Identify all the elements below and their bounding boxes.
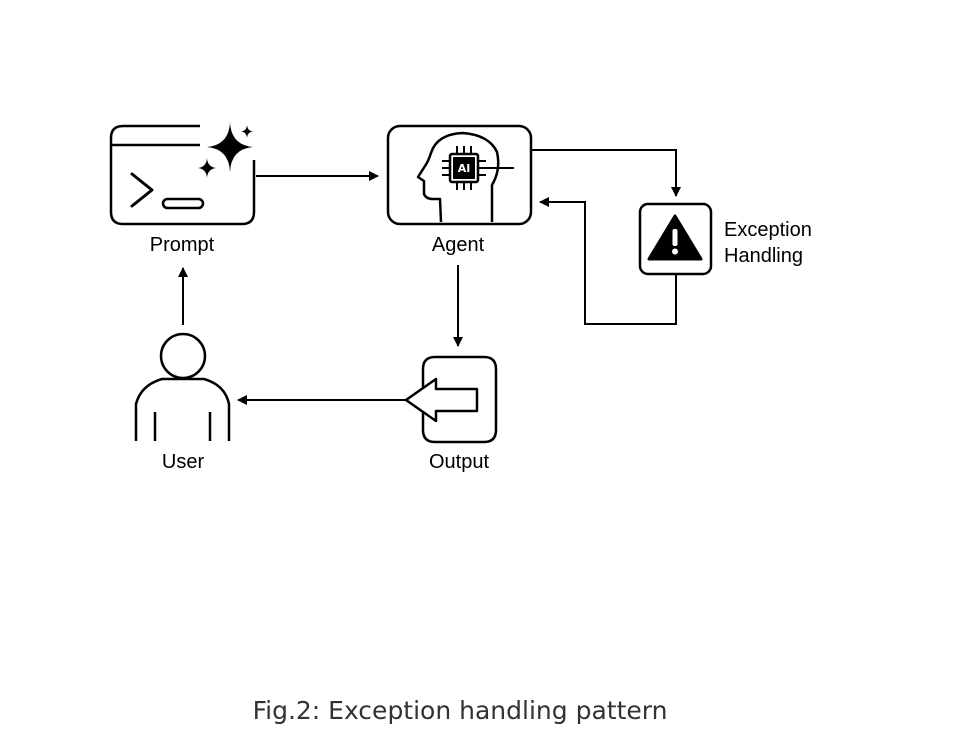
agent-box <box>386 124 533 226</box>
exception-handling-diagram: Prompt AI Agent Exception <box>109 122 817 473</box>
agent-label: Agent <box>432 234 485 256</box>
user-person-icon <box>134 332 231 441</box>
ai-chip-text: AI <box>458 162 471 175</box>
exception-handling-node: Exception Handling <box>638 202 817 276</box>
warning-triangle-icon <box>647 214 703 261</box>
output-node: Output <box>404 355 498 473</box>
figure-caption: Fig.2: Exception handling pattern <box>252 696 668 725</box>
output-label: Output <box>429 451 489 473</box>
user-label: User <box>162 451 205 473</box>
edge-agent-to-exception <box>531 149 681 197</box>
user-node: User <box>134 332 231 473</box>
agent-node: AI Agent <box>386 124 533 256</box>
exception-label: Exception Handling <box>724 219 817 267</box>
connectors <box>178 149 681 405</box>
exception-label-line1: Exception <box>724 219 812 241</box>
ai-head-chip-icon: AI <box>416 131 514 223</box>
exception-label-line2: Handling <box>724 245 803 267</box>
prompt-label: Prompt <box>150 234 215 256</box>
prompt-node: Prompt <box>109 122 256 256</box>
terminal-sparkle-icon <box>109 122 256 226</box>
edge-exception-to-agent <box>539 197 677 325</box>
output-arrow-icon <box>404 355 498 444</box>
